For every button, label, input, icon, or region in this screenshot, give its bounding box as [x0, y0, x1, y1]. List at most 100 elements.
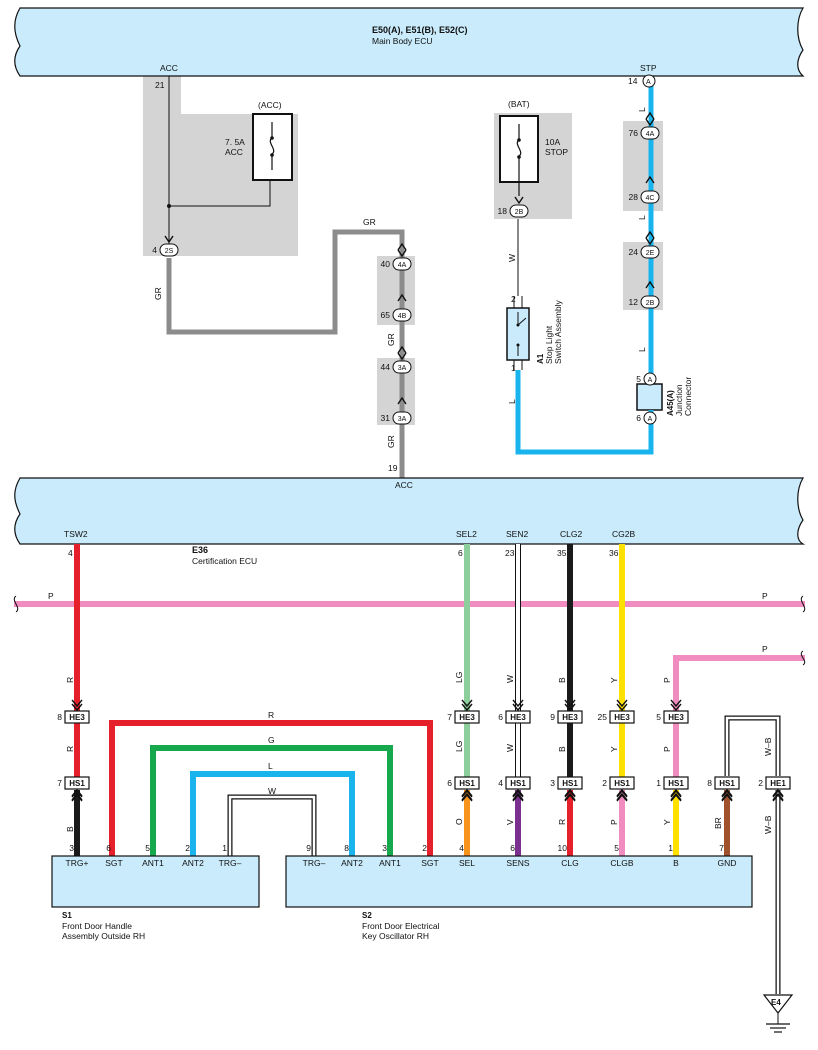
- stop-switch-name-1: Stop Light: [544, 325, 554, 364]
- s1-box: [51, 855, 260, 908]
- l-label-1: L: [637, 107, 647, 112]
- l-label-2: L: [637, 215, 647, 220]
- loop-r: R: [268, 710, 274, 720]
- junction-code: A45(A): [666, 390, 675, 416]
- circle-conn-id: 3A: [398, 416, 407, 423]
- cert-pin-num-sen2: 23: [505, 548, 515, 558]
- stop-switch-pin-2: 2: [511, 294, 516, 304]
- pin-number: 2: [185, 843, 190, 853]
- hw-cgb-low: P: [609, 819, 619, 825]
- stp-conn: A: [646, 79, 651, 86]
- hw-sel-up: LG: [454, 672, 464, 683]
- certification-ecu: ACC 19 E36 Certification ECU TSW2 SEL2 S…: [14, 463, 806, 566]
- pin-number: 4: [459, 843, 464, 853]
- stop-fuse-header: (BAT): [508, 99, 530, 109]
- circle-conn-id: 4A: [646, 131, 655, 138]
- pin-number: 6: [106, 843, 111, 853]
- pin-label: ANT1: [379, 858, 401, 868]
- hs1-arrow: [721, 789, 733, 802]
- cert-pin-num-tsw2: 4: [68, 548, 73, 558]
- conn-pin: 6: [447, 778, 452, 788]
- hw-cgb-up: Y: [609, 677, 619, 683]
- hw-sen-mid: W: [505, 744, 515, 752]
- circle-conn-pin: 76: [629, 128, 639, 138]
- conn-pin: 2: [758, 778, 763, 788]
- hw-b-up: P: [662, 677, 672, 683]
- hs1-arrow: [772, 789, 784, 802]
- circle-conn-id: A: [648, 377, 653, 384]
- circle-conn-pin: 5: [636, 374, 641, 384]
- stop-switch-code: A1: [536, 353, 545, 364]
- hw-gnd-low: BR: [713, 817, 723, 829]
- circle-conn-id: A: [648, 416, 653, 423]
- main-body-ecu-name: Main Body ECU: [372, 36, 432, 46]
- ground-id: E4: [771, 998, 781, 1007]
- hw-wb-low: W–B: [763, 815, 773, 834]
- pin-number: 7: [719, 843, 724, 853]
- pin-number: 1: [222, 843, 227, 853]
- stop-switch-name-2: Switch Assembly: [553, 299, 563, 364]
- circle-conn-pin: 65: [381, 310, 391, 320]
- pin-number: 3: [69, 843, 74, 853]
- hw-clg-mid: B: [557, 746, 567, 752]
- cert-pin-label-sen2: SEN2: [506, 529, 528, 539]
- pin-label: CLG: [561, 858, 578, 868]
- acc-fuse-rating: 7. 5A: [225, 137, 245, 147]
- pin-label: ANT1: [142, 858, 164, 868]
- s1-name-1: Front Door Handle: [62, 921, 132, 931]
- hw-b-low: Y: [662, 819, 672, 825]
- gr-label-2: GR: [363, 217, 376, 227]
- p-branch: P: [762, 644, 768, 654]
- acc-fuse-header: (ACC): [258, 100, 282, 110]
- s2-code: S2: [362, 911, 372, 920]
- p-bus-right: P: [762, 591, 768, 601]
- pin-label: TRG+: [66, 858, 89, 868]
- stp-pin-label: STP: [640, 63, 657, 73]
- circle-conn-id: 4C: [646, 195, 655, 202]
- hw-sen-low: V: [505, 819, 515, 825]
- ground-e4: E4: [762, 994, 794, 1033]
- loop-l: L: [268, 761, 273, 771]
- hs1-arrow: [512, 789, 524, 802]
- p-bus: P P P: [13, 591, 806, 698]
- conn-pin: 3: [550, 778, 555, 788]
- hw-wb-up: W–B: [763, 737, 773, 756]
- conn-pin: 5: [656, 712, 661, 722]
- conn-id: HS1: [668, 779, 684, 788]
- pin-number: 5: [614, 843, 619, 853]
- pin-number: 10: [558, 843, 568, 853]
- junction-name-2: Connector: [683, 377, 693, 416]
- pin-number: 2: [422, 843, 427, 853]
- cert-pin-label-cg2b: CG2B: [612, 529, 635, 539]
- junction-connector: [636, 383, 663, 411]
- hw-tsw2-up: R: [65, 677, 75, 683]
- pin-label: TRG–: [303, 858, 326, 868]
- conn-id: HE3: [459, 713, 475, 722]
- circle-conn-pin: 18: [498, 206, 508, 216]
- gr-wire: GR GR GR GR: [153, 217, 405, 478]
- hw-b-mid: P: [662, 746, 672, 752]
- s1-code: S1: [62, 911, 72, 920]
- pin-number: 1: [668, 843, 673, 853]
- hw-sel-low: O: [454, 818, 464, 825]
- cert-pin-label-sel2: SEL2: [456, 529, 477, 539]
- cert-acc-label: ACC: [395, 480, 413, 490]
- hw-tsw2-mid: R: [65, 746, 75, 752]
- stop-circuit: (BAT) 10A STOP W 2 1 A1 Stop Light Switc…: [499, 99, 654, 455]
- conn-id: HS1: [459, 779, 475, 788]
- l-wire-label-switch: L: [507, 399, 517, 404]
- s1-name-2: Assembly Outside RH: [62, 931, 145, 941]
- hw-sel-mid: LG: [454, 741, 464, 752]
- conn-pin: 7: [57, 778, 62, 788]
- conn-pin: 7: [447, 712, 452, 722]
- harness-wires: R R B LG LG O W W V B B R Y Y P P P Y BR…: [65, 544, 781, 994]
- cert-pin-label-tsw2: TSW2: [64, 529, 88, 539]
- hs1-arrow: [71, 789, 83, 802]
- circle-conn-pin: 28: [629, 192, 639, 202]
